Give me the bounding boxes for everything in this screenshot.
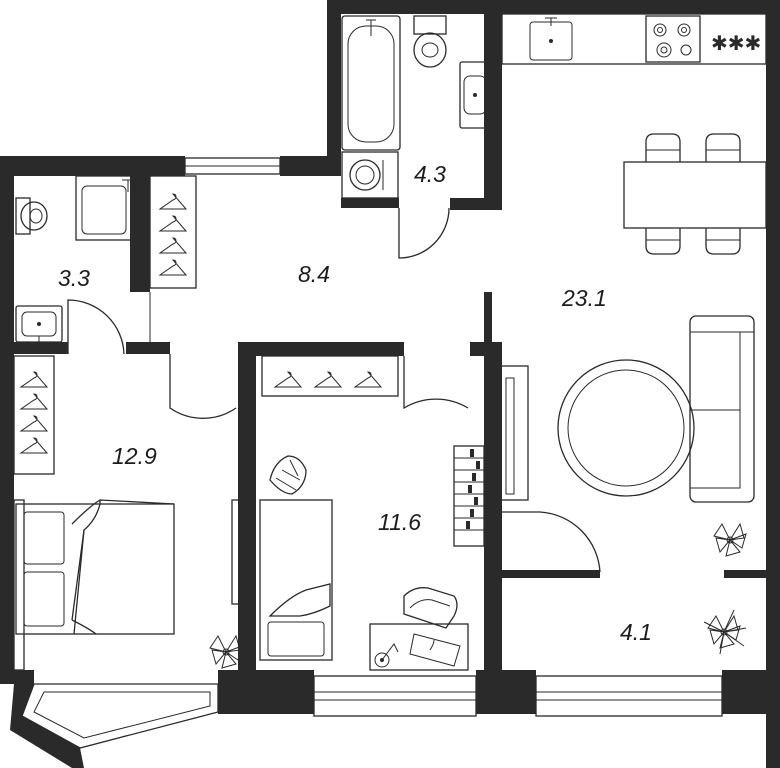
tv-stand <box>231 499 241 605</box>
plant-icon <box>713 523 747 557</box>
kitchen-living-room: ✱✱✱ <box>491 13 767 557</box>
stove-icon <box>645 15 701 63</box>
toilet-room: 3.3 <box>15 175 134 346</box>
chair-icon <box>705 228 741 255</box>
washing-machine-icon <box>341 151 399 199</box>
chair-icon <box>705 133 741 162</box>
plant-icon <box>209 635 243 669</box>
room-area-balcony: 4.1 <box>620 619 652 645</box>
window-icon <box>313 675 477 717</box>
sink-icon <box>459 61 494 129</box>
hanger-icon <box>20 371 48 388</box>
toilet-icon <box>413 15 447 68</box>
hood-icon: ✱✱✱ <box>711 31 761 55</box>
hanger-icon <box>20 437 48 454</box>
room-area-bedroom: 12.9 <box>112 443 157 469</box>
door-swing-icon <box>169 354 237 419</box>
door-swings <box>67 207 601 573</box>
bed-icon <box>15 498 175 635</box>
sofa-icon <box>689 315 755 503</box>
door-swing-icon <box>403 356 469 410</box>
hanger-icon <box>159 259 187 276</box>
kitchen-counter: ✱✱✱ <box>501 13 767 65</box>
room-area-hallway: 8.4 <box>298 261 330 287</box>
desk-icon <box>369 623 469 671</box>
hanger-icon <box>159 237 187 254</box>
chair-icon <box>645 133 681 162</box>
door-swing-icon <box>502 511 601 573</box>
hallway: 8.4 <box>149 175 330 289</box>
tv-stand <box>491 365 529 501</box>
wardrobe <box>149 175 197 289</box>
bed-icon <box>259 499 333 661</box>
door-swing-icon <box>398 207 450 259</box>
hanger-icon <box>20 415 48 432</box>
window-icon <box>535 675 723 717</box>
room-area-childrens-room: 11.6 <box>378 509 421 535</box>
plant-icon <box>269 455 307 495</box>
sink-icon <box>15 305 63 346</box>
bathtub-icon <box>341 15 401 151</box>
room-area-bathroom: 4.3 <box>414 161 446 187</box>
hanger-icon <box>314 371 342 388</box>
room-area-toilet: 3.3 <box>58 265 90 291</box>
bookshelf-icon <box>453 445 485 547</box>
room-area-kitchen-living: 23.1 <box>561 285 607 311</box>
wardrobe <box>13 355 55 475</box>
armchair-icon <box>403 587 458 629</box>
hanger-icon <box>274 371 302 388</box>
hanger-icon <box>354 371 382 388</box>
tricycle-icon <box>374 643 399 668</box>
shower-icon <box>75 175 134 241</box>
childrens-room: 11.6 <box>259 355 485 671</box>
door-swing-icon <box>67 299 125 355</box>
hanger-icon <box>20 393 48 410</box>
toilet-icon <box>15 197 48 235</box>
bathroom: 4.3 <box>341 15 494 199</box>
bedroom: 12.9 <box>13 355 243 669</box>
round-rug-icon <box>557 359 695 497</box>
hanger-icon <box>159 215 187 232</box>
wardrobe <box>261 355 399 397</box>
dining-table-icon <box>623 133 767 255</box>
hanger-icon <box>159 193 187 210</box>
balcony: 4.1 <box>620 609 747 655</box>
chair-icon <box>645 228 681 255</box>
